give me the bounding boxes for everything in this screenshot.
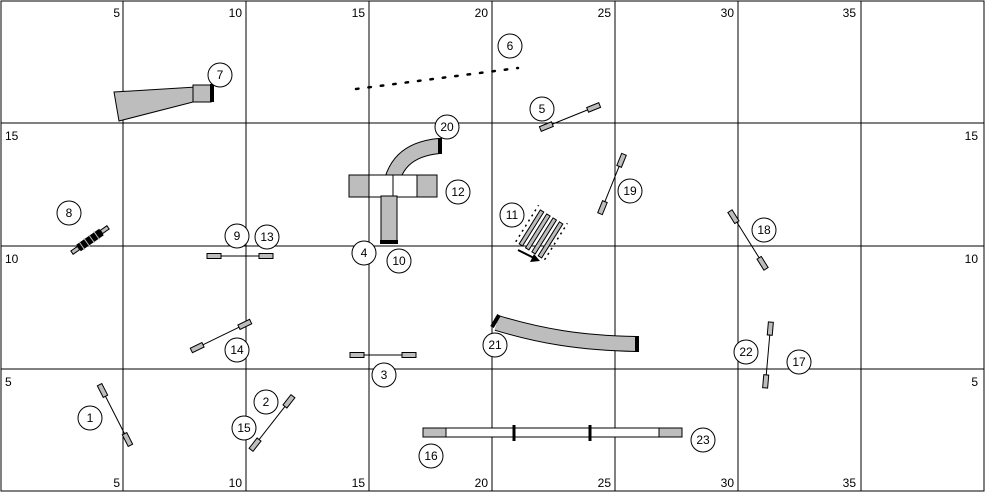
svg-text:14: 14 [230, 343, 244, 357]
marker-8[interactable]: 8 [56, 200, 82, 226]
marker-6[interactable]: 6 [497, 33, 523, 59]
marker-10[interactable]: 10 [386, 248, 412, 274]
marker-18[interactable]: 18 [751, 217, 777, 243]
top-label-5: 5 [113, 6, 120, 20]
svg-text:22: 22 [739, 345, 753, 359]
left-label-15: 15 [5, 129, 19, 143]
jump-obstacle-2 [248, 393, 296, 453]
top-label-10: 10 [229, 6, 243, 20]
svg-text:6: 6 [507, 39, 514, 53]
marker-19[interactable]: 19 [617, 178, 643, 204]
dogwalk-obstacle-16 [422, 425, 683, 441]
svg-text:5: 5 [539, 102, 546, 116]
jump-obstacle-19 [597, 152, 627, 216]
marker-22[interactable]: 22 [733, 339, 759, 365]
svg-text:1: 1 [87, 411, 94, 425]
bottom-label-20: 20 [475, 476, 489, 490]
top-label-30: 30 [721, 6, 735, 20]
left-label-10: 10 [5, 252, 19, 266]
jump-obstacle-14 [189, 318, 253, 354]
marker-5[interactable]: 5 [529, 96, 555, 122]
svg-text:7: 7 [217, 68, 224, 82]
marker-14[interactable]: 14 [224, 337, 250, 363]
table-obstacle-12 [348, 174, 438, 198]
bottom-label-30: 30 [721, 476, 735, 490]
bottom-label-5: 5 [113, 476, 120, 490]
right-label-15: 15 [965, 129, 979, 143]
weave-poles-obstacle-11 [515, 204, 569, 261]
marker-12[interactable]: 12 [445, 179, 471, 205]
svg-text:20: 20 [440, 120, 454, 134]
jump-obstacle-3 [349, 352, 417, 358]
right-label-10: 10 [965, 252, 979, 266]
marker-17[interactable]: 17 [786, 349, 812, 375]
marker-13[interactable]: 13 [254, 224, 280, 250]
bottom-label-25: 25 [598, 476, 612, 490]
top-label-25: 25 [598, 6, 612, 20]
bottom-label-10: 10 [229, 476, 243, 490]
svg-text:21: 21 [488, 338, 502, 352]
svg-text:16: 16 [424, 449, 438, 463]
left-label-5: 5 [5, 375, 12, 389]
svg-text:11: 11 [506, 208, 519, 222]
chute-opening [210, 84, 214, 102]
marker-15[interactable]: 15 [231, 415, 257, 441]
svg-text:12: 12 [451, 185, 465, 199]
top-label-35: 35 [843, 6, 857, 20]
svg-text:10: 10 [392, 254, 406, 268]
marker-3[interactable]: 3 [371, 362, 397, 388]
svg-text:15: 15 [237, 421, 251, 435]
svg-text:3: 3 [381, 368, 388, 382]
marker-20[interactable]: 20 [434, 114, 460, 140]
tunnel-obstacle-4 [380, 195, 398, 244]
axis-labels: 5 10 15 20 25 30 35 5 10 15 20 25 30 35 … [5, 6, 978, 490]
tunnel-body-4 [380, 195, 398, 244]
jump-obstacle-1 [96, 382, 134, 448]
svg-text:2: 2 [263, 395, 270, 409]
marker-21[interactable]: 21 [482, 332, 508, 358]
direction-arrow-icon [517, 249, 540, 262]
tunnel-opening-21 [490, 313, 501, 329]
svg-text:13: 13 [260, 230, 274, 244]
chute-barrel [192, 84, 212, 103]
marker-9[interactable]: 9 [224, 223, 250, 249]
marker-16[interactable]: 16 [418, 443, 444, 469]
svg-text:17: 17 [792, 355, 806, 369]
marker-11[interactable]: 11 [499, 202, 525, 228]
top-label-15: 15 [352, 6, 366, 20]
bottom-label-15: 15 [352, 476, 366, 490]
marker-2[interactable]: 2 [253, 389, 279, 415]
top-label-20: 20 [475, 6, 489, 20]
marker-7[interactable]: 7 [207, 62, 233, 88]
svg-text:18: 18 [757, 223, 771, 237]
jump-obstacle-22 [762, 321, 774, 389]
jump-obstacle-18 [727, 209, 769, 271]
svg-text:8: 8 [66, 206, 73, 220]
svg-text:23: 23 [696, 433, 710, 447]
svg-text:4: 4 [361, 246, 368, 260]
right-label-5: 5 [971, 375, 978, 389]
marker-4[interactable]: 4 [351, 240, 377, 266]
jump-obstacle-5 [538, 102, 602, 132]
jump-obstacle-9 [206, 253, 274, 259]
marker-1[interactable]: 1 [77, 405, 103, 431]
obstacle-markers: 7 6 5 20 12 19 8 11 18 9 13 4 10 21 14 2… [56, 33, 812, 469]
bottom-label-35: 35 [843, 476, 857, 490]
dotted-line-obstacle-6 [354, 66, 520, 91]
chute-obstacle-7 [113, 84, 214, 122]
tunnel-obstacle-21 [490, 313, 639, 352]
svg-text:9: 9 [234, 229, 241, 243]
tire-obstacle-8 [70, 225, 110, 255]
marker-23[interactable]: 23 [690, 427, 716, 453]
svg-text:19: 19 [623, 184, 637, 198]
